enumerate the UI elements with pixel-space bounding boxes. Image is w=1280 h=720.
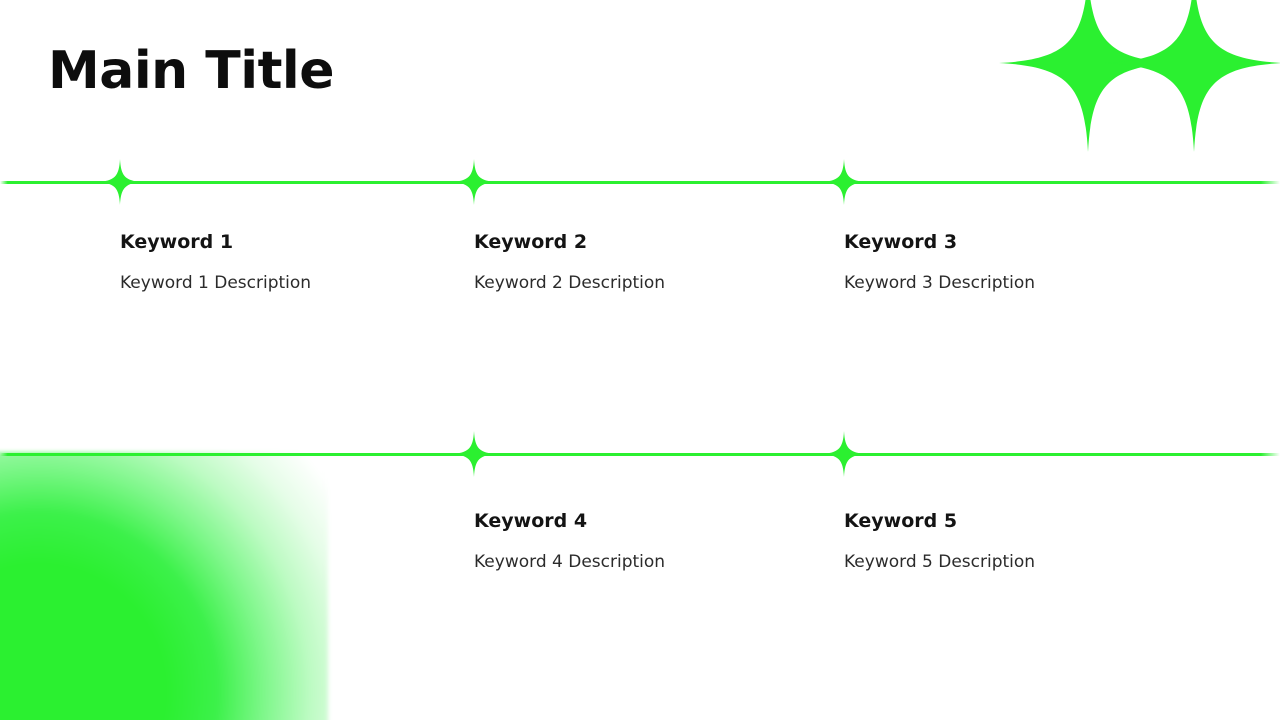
timeline-marker-3-icon[interactable] <box>821 154 867 210</box>
keyword-1-description: Keyword 1 Description <box>120 272 312 293</box>
keyword-3-description: Keyword 3 Description <box>844 272 1036 293</box>
keyword-block-5: Keyword 5 Keyword 5 Description <box>844 509 1174 573</box>
keyword-4-description: Keyword 4 Description <box>474 551 666 572</box>
keyword-block-3: Keyword 3 Keyword 3 Description <box>844 230 1174 294</box>
page-title: Main Title <box>48 41 335 101</box>
keyword-5-description: Keyword 5 Description <box>844 551 1036 572</box>
keyword-4-title: Keyword 4 <box>474 510 588 532</box>
keyword-block-4: Keyword 4 Keyword 4 Description <box>474 509 804 573</box>
keyword-5-title: Keyword 5 <box>844 510 958 532</box>
sparkle-large-1-icon <box>999 0 1177 152</box>
timeline-row-2-line <box>0 453 1280 456</box>
keyword-block-1: Keyword 1 Keyword 1 Description <box>120 230 450 294</box>
keyword-3-title: Keyword 3 <box>844 231 958 253</box>
keyword-2-title: Keyword 2 <box>474 231 588 253</box>
timeline-marker-4-icon[interactable] <box>451 426 497 482</box>
timeline-row-1-line <box>0 181 1280 184</box>
sparkle-large-2-icon <box>1105 0 1280 152</box>
green-radial-blob <box>0 452 328 720</box>
timeline-marker-2-icon[interactable] <box>451 154 497 210</box>
keyword-1-title: Keyword 1 <box>120 231 234 253</box>
timeline-marker-1-icon[interactable] <box>97 154 143 210</box>
keyword-2-description: Keyword 2 Description <box>474 272 666 293</box>
keyword-block-2: Keyword 2 Keyword 2 Description <box>474 230 804 294</box>
timeline-marker-5-icon[interactable] <box>821 426 867 482</box>
